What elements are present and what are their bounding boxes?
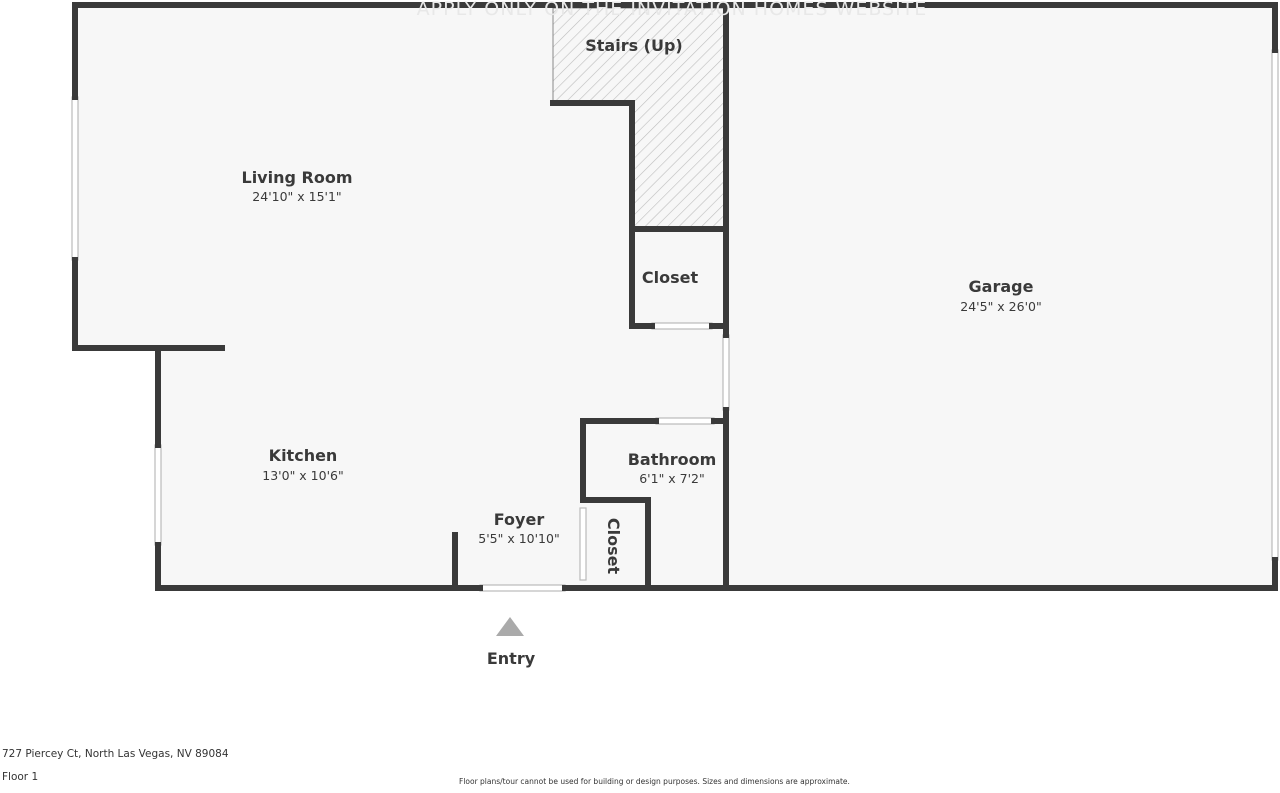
- room-foyer-name: Foyer: [494, 510, 545, 529]
- address: 727 Piercey Ct, North Las Vegas, NV 8908…: [2, 748, 229, 760]
- room-garage-dims: 24'5" x 26'0": [960, 299, 1041, 314]
- entry-arrow-icon: [496, 617, 524, 636]
- floor-label: Floor 1: [2, 771, 39, 783]
- room-bathroom-name: Bathroom: [628, 450, 717, 469]
- room-kitchen-dims: 13'0" x 10'6": [262, 468, 343, 483]
- walls: [72, 2, 1278, 591]
- room-kitchen-name: Kitchen: [269, 446, 338, 465]
- room-closet-upper-name: Closet: [642, 268, 699, 287]
- room-stairs-name: Stairs (Up): [585, 36, 683, 55]
- room-living-room-name: Living Room: [242, 168, 353, 187]
- watermark: APPLY ONLY ON THE INVITATION HOMES WEBSI…: [417, 0, 928, 20]
- room-living-room-dims: 24'10" x 15'1": [252, 189, 341, 204]
- room-foyer-dims: 5'5" x 10'10": [478, 531, 559, 546]
- room-garage-name: Garage: [969, 277, 1034, 296]
- room-bathroom-dims: 6'1" x 7'2": [639, 471, 705, 486]
- room-closet-lower-name: Closet: [604, 518, 623, 575]
- disclaimer: Floor plans/tour cannot be used for buil…: [459, 777, 850, 786]
- entry-label: Entry: [487, 649, 536, 668]
